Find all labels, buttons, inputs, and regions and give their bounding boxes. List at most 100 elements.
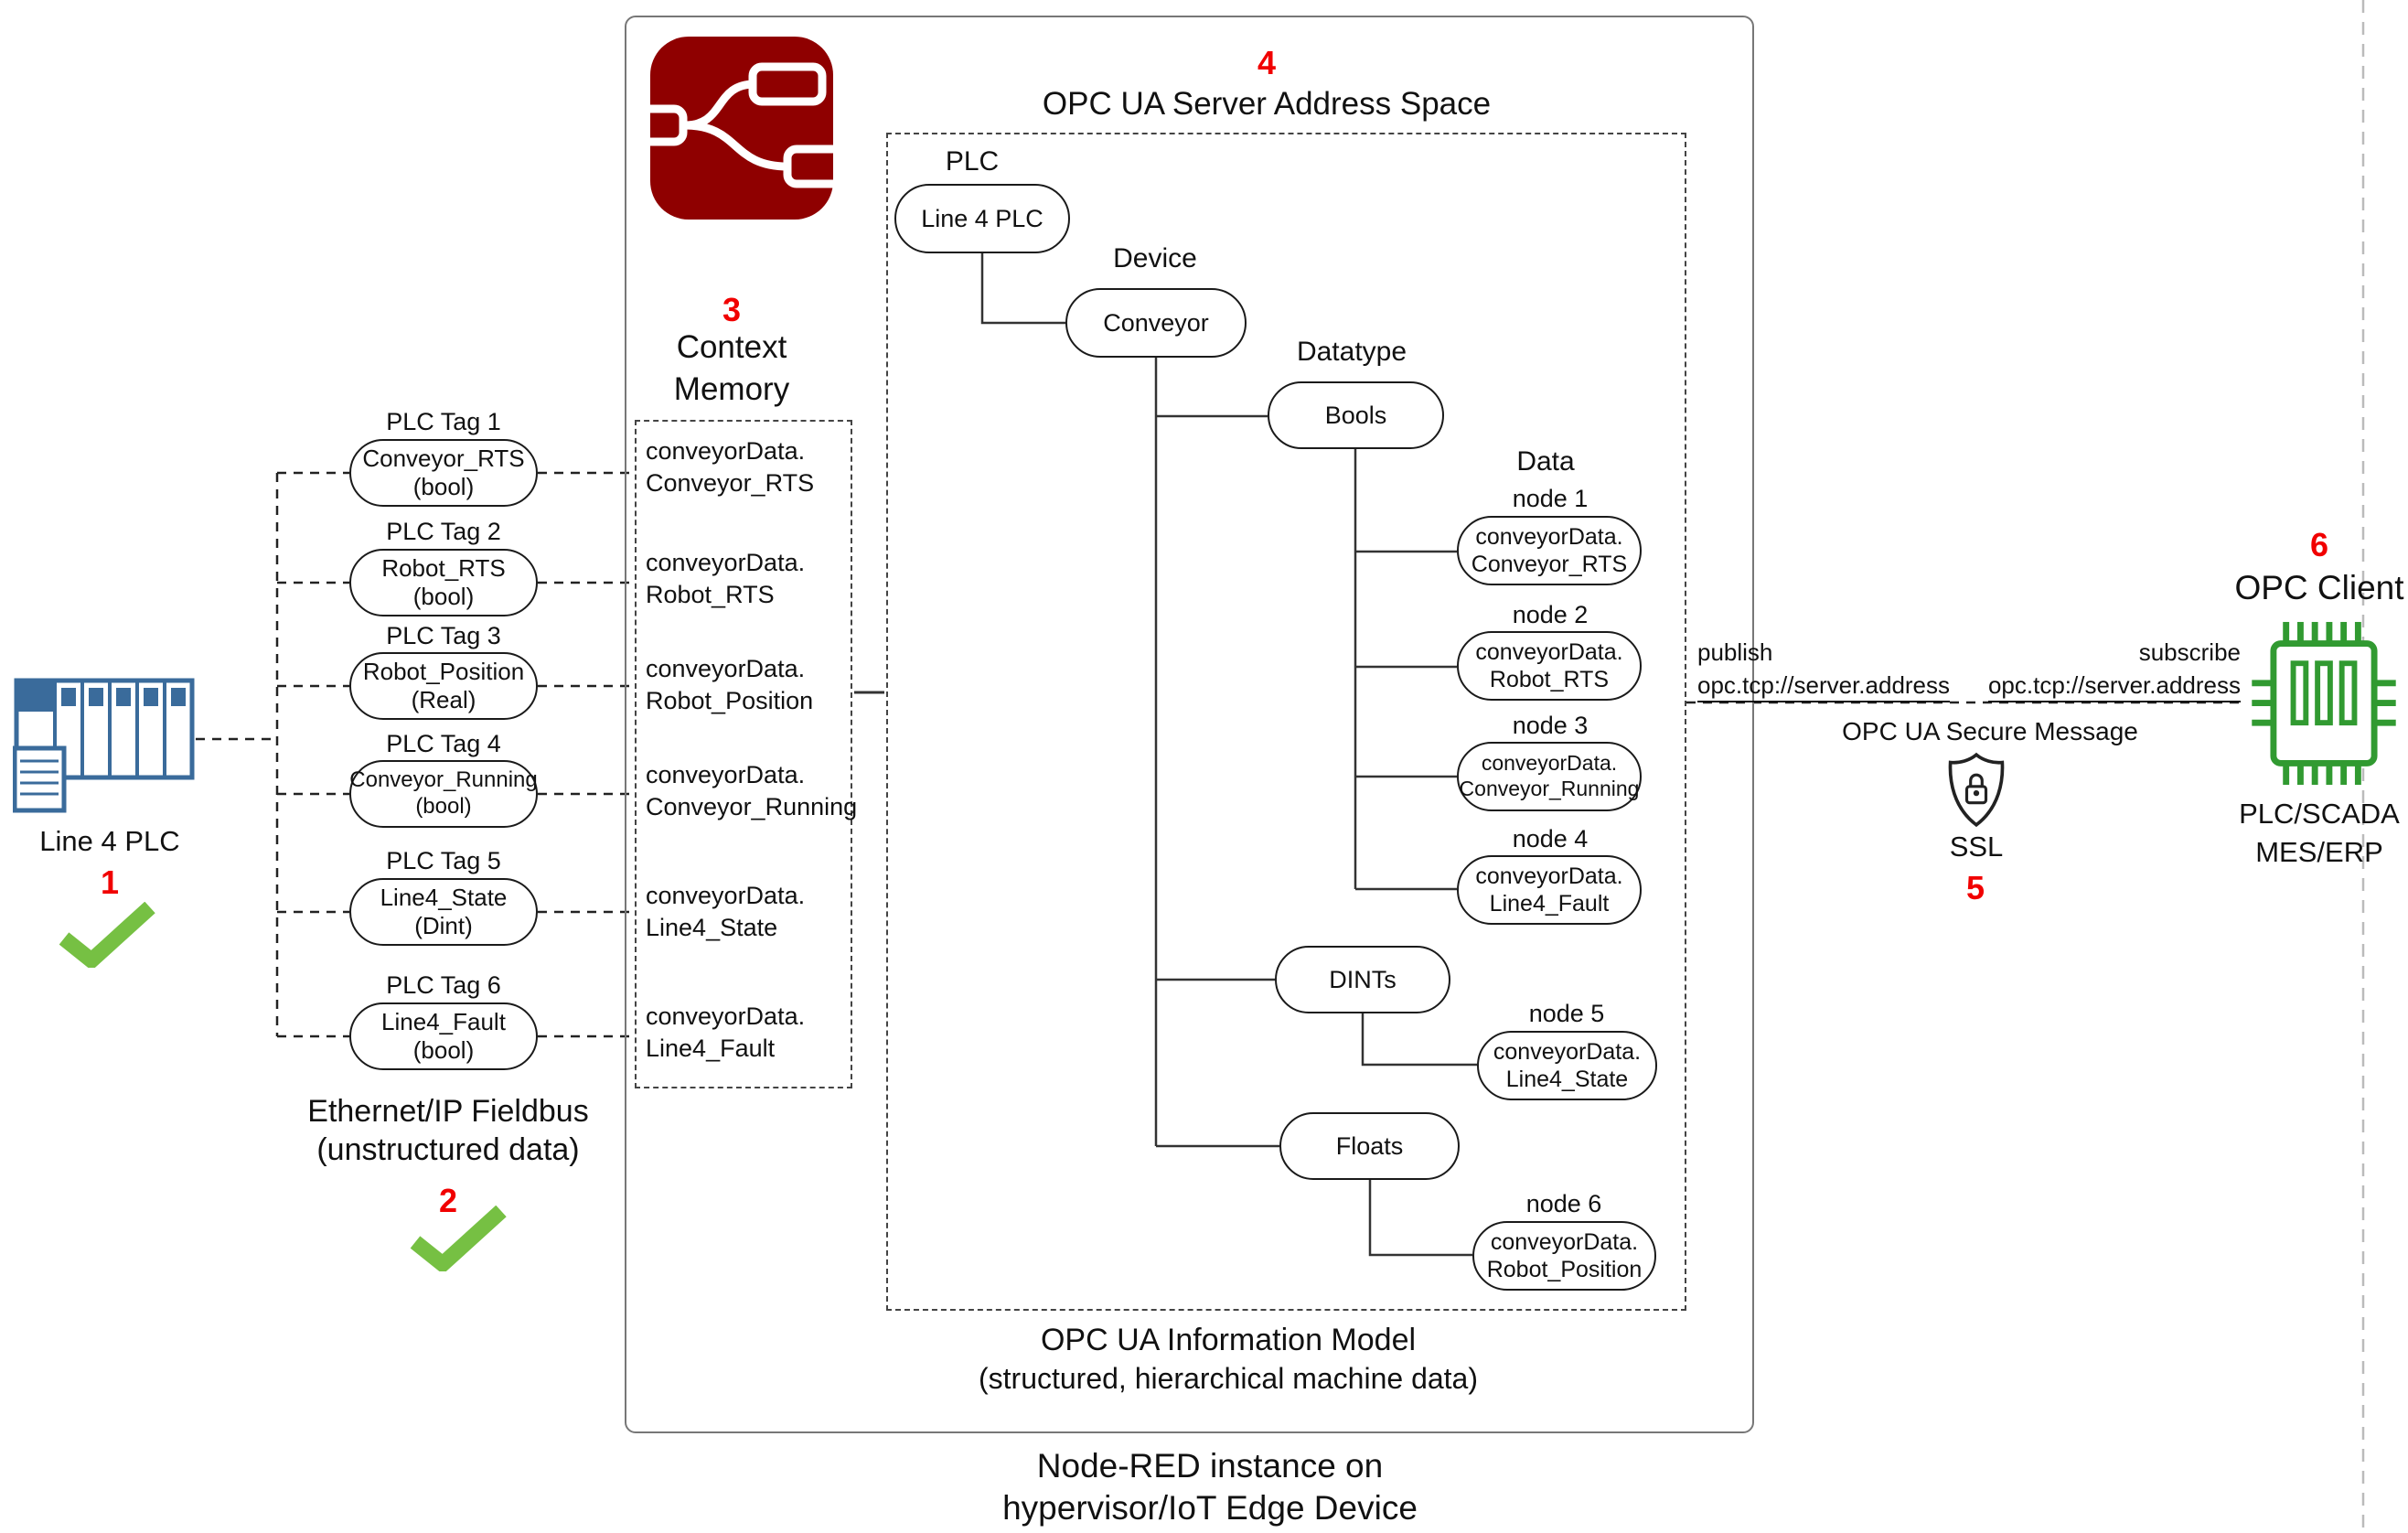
context-memory-entry: conveyorData. Line4_State bbox=[646, 880, 849, 944]
address-space-title: OPC UA Server Address Space bbox=[1042, 86, 1492, 122]
tag-name: Line4_State bbox=[380, 883, 508, 911]
subscribe-address-wrap: opc.tcp://server.address bbox=[1966, 671, 2241, 702]
step-6-badge: 6 bbox=[2309, 526, 2329, 563]
information-model-label-line1: OPC UA Information Model bbox=[1040, 1323, 1417, 1357]
tree-node-bools: Bools bbox=[1268, 381, 1444, 449]
publish-label: publish bbox=[1697, 638, 1773, 666]
entry-line2: Conveyor_Running bbox=[646, 793, 858, 821]
entry-line2: Line4_Fault bbox=[646, 1035, 776, 1063]
address-space-box bbox=[886, 133, 1686, 1311]
tag-name: Line4_Fault bbox=[381, 1007, 506, 1035]
tag-name: Conveyor_Running bbox=[349, 767, 538, 793]
level-label-datatype: Datatype bbox=[1296, 337, 1407, 367]
data-node-title: node 3 bbox=[1512, 712, 1589, 739]
tree-node-dints: DINTs bbox=[1275, 946, 1450, 1013]
data-node-title: node 5 bbox=[1528, 1000, 1605, 1027]
step-3-badge: 3 bbox=[722, 291, 742, 328]
data-node-title: node 6 bbox=[1525, 1190, 1602, 1217]
level-label-device: Device bbox=[1113, 243, 1197, 273]
plc-tag-pill-conveyor-running: Conveyor_Running (bool) bbox=[349, 760, 538, 828]
plc-rack-icon bbox=[12, 677, 196, 814]
tag-name: Robot_Position bbox=[362, 657, 525, 685]
opc-client-title: OPC Client bbox=[2234, 569, 2404, 606]
nodered-instance-box bbox=[625, 16, 1754, 1433]
entry-line1: conveyorData. bbox=[646, 549, 806, 576]
entry-line1: conveyorData. bbox=[646, 655, 806, 682]
entry-line2: Conveyor_RTS bbox=[646, 469, 815, 498]
subscribe-label: subscribe bbox=[2138, 638, 2241, 666]
tree-node-5: conveyorData. Line4_State bbox=[1477, 1031, 1657, 1100]
plc-tag-pill-line4-state: Line4_State (Dint) bbox=[349, 878, 538, 946]
level-label-plc: PLC bbox=[945, 146, 1000, 177]
fieldbus-label-line2: (unstructured data) bbox=[316, 1132, 580, 1167]
plc-tag-title: PLC Tag 1 bbox=[386, 408, 501, 435]
node-line2: Robot_Position bbox=[1486, 1257, 1643, 1282]
publish-address-wrap: opc.tcp://server.address bbox=[1697, 671, 1951, 702]
plc-tag-title: PLC Tag 2 bbox=[386, 518, 501, 545]
client-systems-line1: PLC/SCADA bbox=[2239, 798, 2400, 830]
node-line1: conveyorData. bbox=[1475, 863, 1623, 889]
tree-lines bbox=[854, 253, 1477, 1257]
node-line2: Robot_RTS bbox=[1489, 667, 1610, 692]
step-4-badge: 4 bbox=[1257, 44, 1277, 81]
tag-type: (bool) bbox=[412, 583, 475, 610]
plc-tag-pill-robot-position: Robot_Position (Real) bbox=[349, 652, 538, 720]
tree-node-6: conveyorData. Robot_Position bbox=[1472, 1221, 1656, 1291]
entry-line2: Robot_Position bbox=[646, 687, 814, 715]
context-memory-title-line2: Memory bbox=[673, 371, 790, 407]
node-line2: Conveyor_RTS bbox=[1471, 552, 1628, 577]
context-memory-title-line1: Context bbox=[676, 329, 787, 365]
information-model-label-line2: (structured, hierarchical machine data) bbox=[978, 1362, 1478, 1395]
node-line1: conveyorData. bbox=[1490, 1229, 1639, 1255]
step-1-badge: 1 bbox=[100, 863, 120, 901]
context-memory-box bbox=[635, 420, 852, 1088]
publish-address: opc.tcp://server.address bbox=[1697, 671, 1951, 702]
context-memory-entry: conveyorData. Robot_Position bbox=[646, 653, 849, 717]
tag-name: Conveyor_RTS bbox=[362, 444, 525, 472]
plc-label: Line 4 PLC bbox=[39, 825, 180, 857]
fieldbus-label-line1: Ethernet/IP Fieldbus bbox=[307, 1094, 589, 1129]
entry-line1: conveyorData. bbox=[646, 1002, 806, 1030]
tag-name: Robot_RTS bbox=[381, 553, 506, 582]
nodered-caption-line2: hypervisor/IoT Edge Device bbox=[1002, 1489, 1418, 1527]
plc-tag-pill-robot-rts: Robot_RTS (bool) bbox=[349, 549, 538, 616]
client-systems-line2: MES/ERP bbox=[2255, 836, 2383, 868]
tree-node-2: conveyorData. Robot_RTS bbox=[1457, 631, 1642, 701]
ssl-label: SSL bbox=[1949, 831, 2004, 863]
node-line2: Line4_State bbox=[1505, 1067, 1629, 1092]
data-node-title: node 1 bbox=[1512, 485, 1589, 512]
data-node-title: node 4 bbox=[1512, 825, 1589, 852]
tag-type: (bool) bbox=[412, 473, 475, 500]
tree-node-line4plc: Line 4 PLC bbox=[894, 184, 1070, 253]
node-line1: conveyorData. bbox=[1493, 1039, 1642, 1065]
node-line2: Conveyor_Running bbox=[1459, 777, 1640, 800]
plc-tag-title: PLC Tag 6 bbox=[386, 971, 501, 999]
tag-type: (Dint) bbox=[414, 912, 473, 939]
tree-node-4: conveyorData. Line4_Fault bbox=[1457, 855, 1642, 925]
context-memory-entry: conveyorData. Robot_RTS bbox=[646, 547, 849, 611]
step-5-badge: 5 bbox=[1965, 869, 1985, 906]
step-2-badge: 2 bbox=[438, 1182, 458, 1219]
entry-line1: conveyorData. bbox=[646, 437, 806, 465]
nodered-caption-line1: Node-RED instance on bbox=[1036, 1447, 1384, 1485]
checkmark-icon bbox=[408, 1205, 508, 1275]
context-memory-entry: conveyorData. Conveyor_Running bbox=[646, 759, 858, 823]
context-memory-entry: conveyorData. Line4_Fault bbox=[646, 1001, 849, 1065]
level-label-data: Data bbox=[1516, 446, 1575, 477]
entry-line1: conveyorData. bbox=[646, 882, 806, 909]
node-line1: conveyorData. bbox=[1475, 524, 1623, 550]
subscribe-label-wrap: subscribe bbox=[1966, 638, 2241, 667]
entry-line1: conveyorData. bbox=[646, 761, 806, 788]
subscribe-address: opc.tcp://server.address bbox=[1987, 671, 2241, 702]
context-memory-entry: conveyorData. Conveyor_RTS bbox=[646, 435, 849, 499]
node-line1: conveyorData. bbox=[1475, 639, 1623, 665]
tree-node-1: conveyorData. Conveyor_RTS bbox=[1457, 516, 1642, 585]
tree-node-floats: Floats bbox=[1279, 1112, 1460, 1180]
tag-type: (Real) bbox=[411, 686, 476, 713]
node-line2: Line4_Fault bbox=[1489, 891, 1610, 917]
plc-tag-title: PLC Tag 4 bbox=[386, 730, 501, 757]
nodered-logo-icon bbox=[622, 37, 862, 220]
ssl-shield-icon bbox=[1944, 752, 2008, 829]
